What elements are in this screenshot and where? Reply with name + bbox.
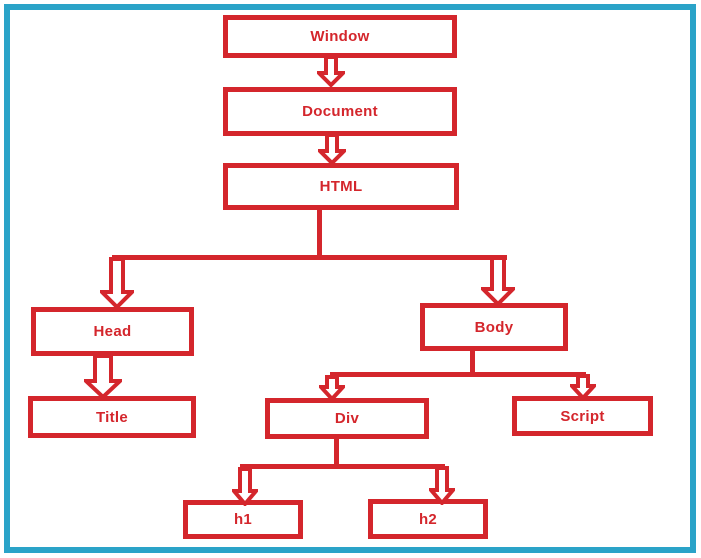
node-window: Window [223, 15, 457, 58]
connector-html-branch-line [112, 255, 507, 260]
node-html: HTML [223, 163, 459, 210]
down-arrow-icon-html-head [100, 257, 134, 309]
connector-div-branch-line [240, 464, 445, 469]
connector-div-down-line [334, 437, 339, 468]
node-document-label: Document [302, 103, 378, 120]
down-arrow-icon-html-body [481, 256, 515, 306]
node-head-label: Head [93, 323, 132, 340]
node-script: Script [512, 396, 653, 436]
connector-html-down-line [317, 206, 322, 258]
node-head: Head [31, 307, 194, 356]
node-html-label: HTML [319, 178, 363, 195]
node-h1-label: h1 [233, 511, 253, 528]
down-arrow-icon-head-title [84, 354, 122, 399]
down-arrow-icon-div-h1 [232, 467, 258, 506]
down-arrow-icon-div-h2 [429, 466, 455, 505]
node-document: Document [223, 87, 457, 136]
down-arrow-icon-body-div [319, 375, 345, 401]
connector-body-branch-line [330, 372, 586, 377]
node-body: Body [420, 303, 568, 351]
node-h2-label: h2 [418, 510, 438, 528]
down-arrow-icon-body-script [570, 374, 596, 400]
node-title: Title [28, 396, 196, 438]
node-div: Div [265, 398, 429, 439]
node-script-label: Script [560, 407, 605, 425]
down-arrow-icon-window-document [317, 55, 345, 87]
down-arrow-icon-document-html [318, 133, 346, 165]
connector-body-down-line [470, 349, 475, 376]
node-title-label: Title [95, 408, 129, 426]
node-window-label: Window [310, 28, 370, 45]
node-body-label: Body [474, 318, 514, 336]
node-h2: h2 [368, 499, 488, 539]
node-div-label: Div [334, 410, 360, 427]
